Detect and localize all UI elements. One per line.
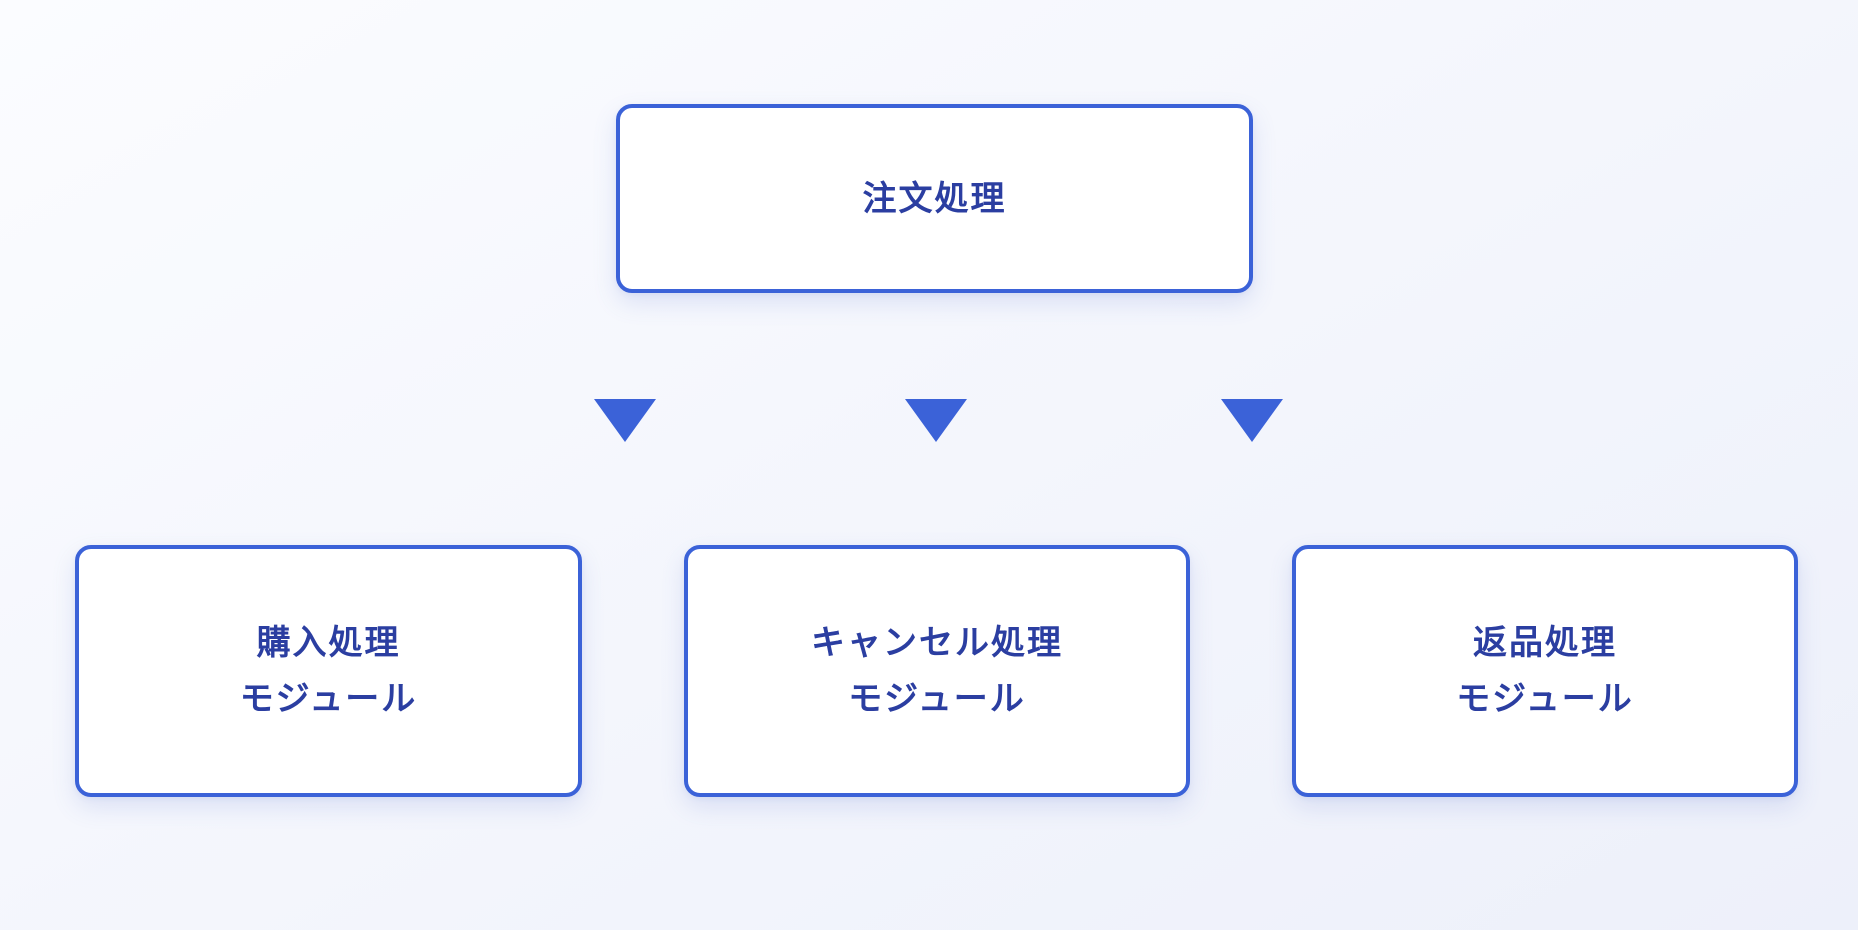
node-cancel-module-label-line2: モジュール [848, 680, 1026, 718]
node-purchase-module-label-line2: モジュール [239, 680, 418, 718]
triangle-down-icon [1221, 399, 1283, 442]
node-return-module-label-line1: 返品処理 [1473, 624, 1617, 662]
node-cancel-module-label-line1: キャンセル処理 [811, 624, 1063, 662]
node-cancel-module: キャンセル処理 モジュール [684, 545, 1190, 797]
node-purchase-module: 購入処理 モジュール [75, 545, 582, 797]
triangle-down-icon [905, 399, 967, 442]
triangle-down-icon [594, 399, 656, 442]
node-return-module-label-line2: モジュール [1456, 680, 1634, 718]
node-return-module: 返品処理 モジュール [1292, 545, 1798, 797]
node-order-processing: 注文処理 [616, 104, 1253, 293]
node-purchase-module-label-line1: 購入処理 [256, 624, 401, 662]
node-order-processing-label: 注文処理 [862, 179, 1007, 218]
